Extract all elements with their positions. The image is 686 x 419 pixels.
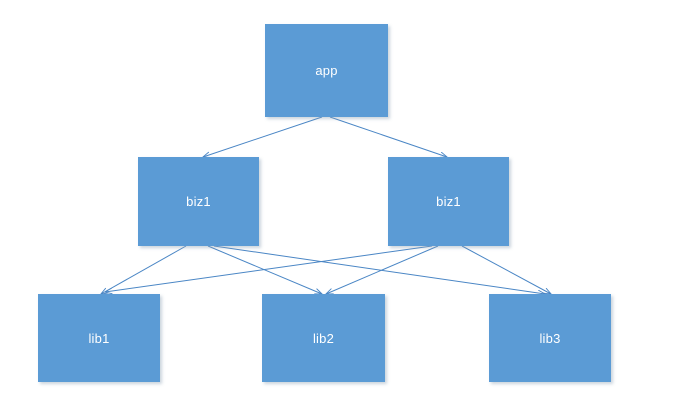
edge-biz1b-to-lib2 <box>326 245 439 294</box>
node-lib2[interactable]: lib2 <box>262 294 385 382</box>
node-label-lib2: lib2 <box>312 330 335 346</box>
node-label-app: app <box>315 63 338 78</box>
node-biz1-right[interactable]: biz1 <box>388 157 509 246</box>
edge-app-to-biz1a <box>203 116 323 157</box>
edge-biz1a-to-lib1 <box>101 245 187 294</box>
edge-group <box>101 116 551 294</box>
edge-biz1b-to-lib3 <box>461 245 551 294</box>
edge-biz1a-to-lib3 <box>213 245 545 294</box>
node-biz1-left[interactable]: biz1 <box>138 157 259 246</box>
node-lib3[interactable]: lib3 <box>489 294 611 382</box>
node-label-lib1: lib1 <box>88 330 110 346</box>
edge-biz1a-to-lib2 <box>207 245 322 294</box>
node-label-biz1-left: biz1 <box>186 194 211 209</box>
node-app[interactable]: app <box>265 24 388 117</box>
node-label-lib3: lib3 <box>539 330 561 346</box>
edge-app-to-biz1b <box>329 116 447 157</box>
node-label-biz1-right: biz1 <box>436 194 461 209</box>
edge-biz1b-to-lib1 <box>105 245 433 292</box>
node-lib1[interactable]: lib1 <box>38 294 160 382</box>
